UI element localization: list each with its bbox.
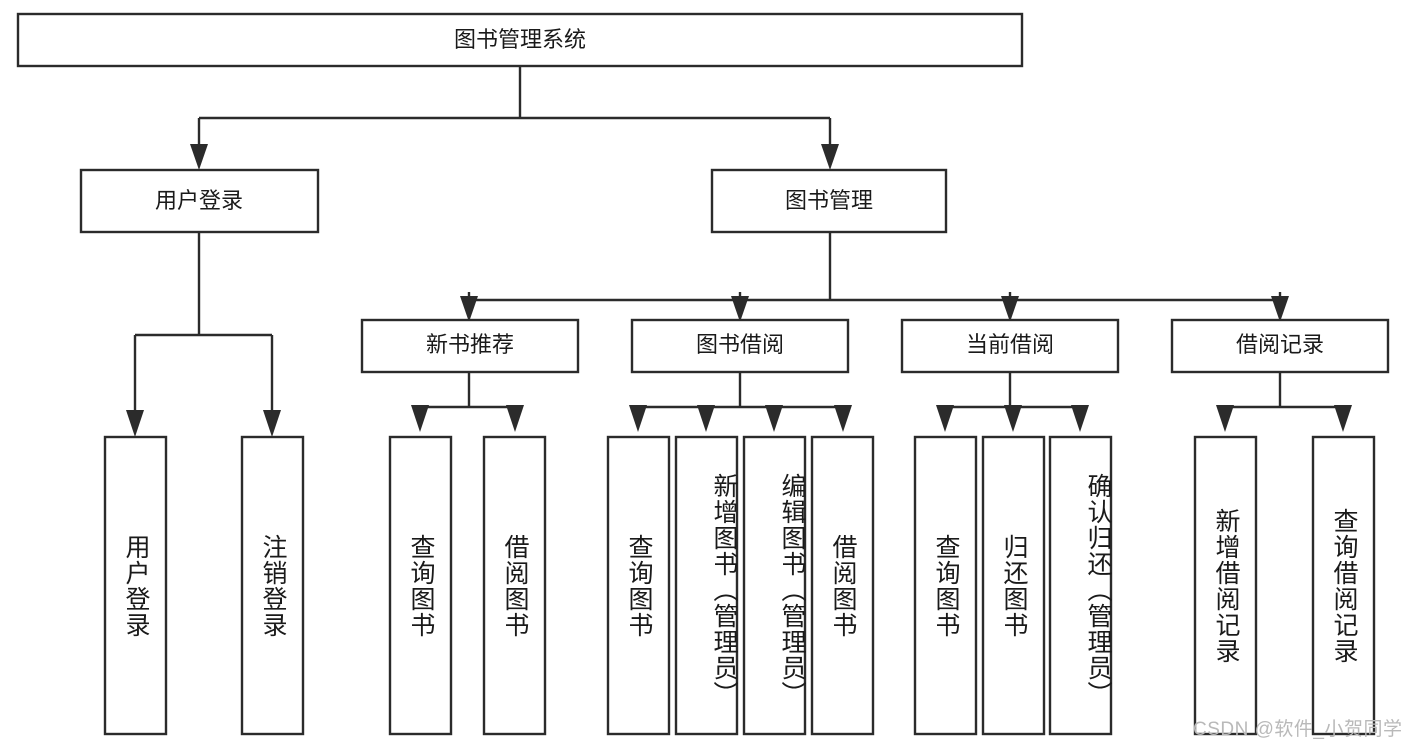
leaf-box-current-borrow-3[interactable] [1048,435,1113,736]
leaf-box-book-borrow-1[interactable] [606,435,671,736]
connector-group-borrow-record [1216,372,1352,432]
arrowhead-leaf-current-borrow-3 [1071,405,1089,432]
node-borrow-record-label: 借阅记录 [1236,332,1324,357]
leaf-box-book-borrow-2[interactable] [674,435,739,736]
arrowhead-leaf-book-borrow-2 [697,405,715,432]
node-current-borrow-label: 当前借阅 [966,332,1054,357]
leaf-group-user-login [103,435,305,736]
arrowhead-leaf-book-borrow-1 [629,405,647,432]
arrowhead-to-user-login [190,144,208,170]
arrowhead-to-book-borrow [731,296,749,322]
connector-group-user-login [126,232,281,437]
leaf-box-user-login-1[interactable] [103,435,168,736]
csdn-watermark: CSDN @软件_小贺同学 [1193,719,1403,740]
node-new-book-recommend-label: 新书推荐 [426,332,514,357]
arrowhead-leaf-new-book-1 [411,405,429,432]
leaf-box-book-borrow-4[interactable] [810,435,875,736]
arrowhead-to-book-manage [821,144,839,170]
arrowhead-leaf-user-login-2 [263,410,281,437]
leaf-box-user-login-2[interactable] [240,435,305,736]
node-root[interactable]: 图书管理系统 [16,12,1024,68]
node-book-borrow-box[interactable] [630,318,850,374]
arrowhead-leaf-new-book-2 [506,405,524,432]
connector-group-book-manage [460,232,1289,322]
arrowhead-leaf-book-borrow-3 [765,405,783,432]
arrowhead-leaf-book-borrow-4 [834,405,852,432]
arrowhead-leaf-current-borrow-1 [936,405,954,432]
node-user-login-label: 用户登录 [155,188,243,213]
arrowhead-to-borrow-record [1271,296,1289,322]
leaf-box-new-book-1[interactable] [388,435,453,736]
node-user-login[interactable]: 用户登录 [79,168,320,234]
node-book-manage-label: 图书管理 [785,188,873,213]
leaf-group-current-borrow [913,435,1113,736]
node-book-manage-box[interactable] [710,168,948,234]
arrowhead-to-new-book [460,296,478,322]
connector-group-new-book [411,372,524,432]
leaf-box-current-borrow-2[interactable] [981,435,1046,736]
connector-group-book-borrow [629,372,852,432]
arrowhead-leaf-user-login-1 [126,410,144,437]
node-book-borrow[interactable]: 图书借阅 [630,318,850,374]
node-new-book-recommend[interactable]: 新书推荐 [360,318,580,374]
node-current-borrow-box[interactable] [900,318,1120,374]
arrowhead-leaf-current-borrow-2 [1004,405,1022,432]
arrowhead-leaf-borrow-record-2 [1334,405,1352,432]
node-borrow-record-box[interactable] [1170,318,1390,374]
arrowhead-leaf-borrow-record-1 [1216,405,1234,432]
node-book-manage[interactable]: 图书管理 [710,168,948,234]
node-borrow-record[interactable]: 借阅记录 [1170,318,1390,374]
leaf-box-current-borrow-1[interactable] [913,435,978,736]
leaf-box-new-book-2[interactable] [482,435,547,736]
node-user-login-box[interactable] [79,168,320,234]
leaf-box-borrow-record-1[interactable] [1193,435,1258,736]
node-root-label: 图书管理系统 [454,27,586,52]
connector-group-current-borrow [936,372,1089,432]
node-book-borrow-label: 图书借阅 [696,332,784,357]
leaf-box-book-borrow-3[interactable] [742,435,807,736]
leaf-box-borrow-record-2[interactable] [1311,435,1376,736]
arrowhead-to-current-borrow [1001,296,1019,322]
leaf-group-borrow-record [1193,435,1376,736]
node-new-book-recommend-box[interactable] [360,318,580,374]
node-root-box[interactable] [16,12,1024,68]
leaf-group-book-borrow [606,435,875,736]
node-current-borrow[interactable]: 当前借阅 [900,318,1120,374]
leaf-group-new-book-recommend [388,435,547,736]
connector-group-root [190,66,839,170]
